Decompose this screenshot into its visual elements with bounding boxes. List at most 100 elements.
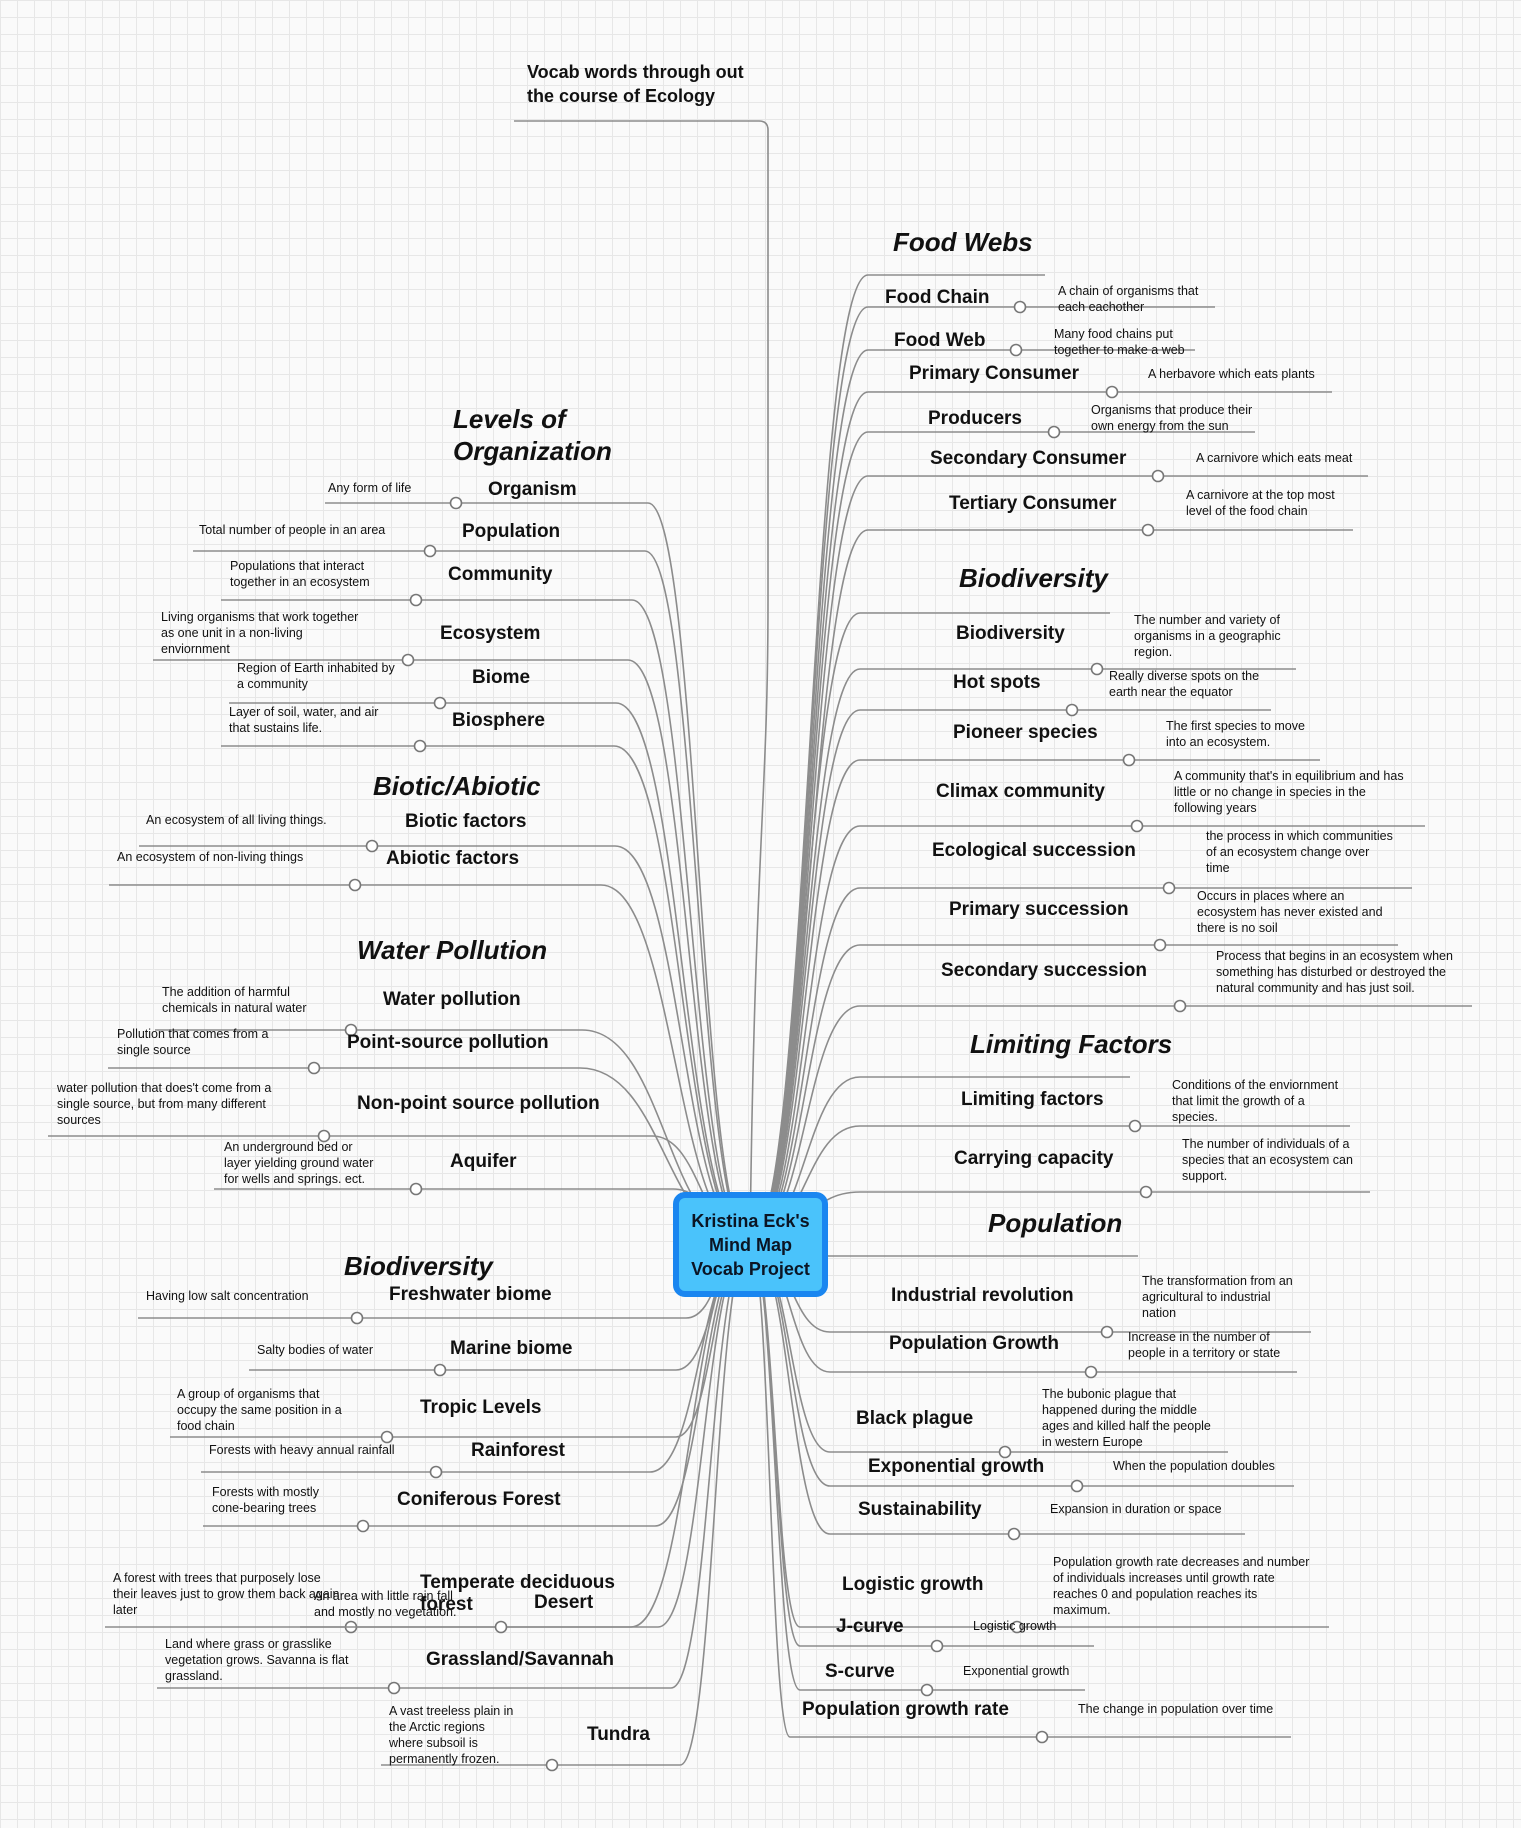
term-non-point-source-pollution[interactable]: Non-point source pollution [357,1093,600,1114]
collapse-toggle-sustainability[interactable] [1007,1527,1021,1541]
term-producers[interactable]: Producers [928,408,1022,429]
collapse-toggle-exponential-growth[interactable] [1070,1479,1084,1493]
collapse-toggle-rainforest[interactable] [429,1465,443,1479]
term-black-plague[interactable]: Black plague [856,1408,974,1429]
collapse-toggle-producers[interactable] [1047,425,1061,439]
term-desert[interactable]: Desert [534,1592,594,1613]
category-population[interactable]: Population [988,1208,1123,1238]
central-topic[interactable]: Kristina Eck's Mind Map Vocab Project [673,1192,828,1297]
collapse-toggle-primary-consumer[interactable] [1105,385,1119,399]
collapse-toggle-carrying-capacity[interactable] [1139,1185,1153,1199]
term-primary-succession[interactable]: Primary succession [949,899,1129,920]
definition-producers: Organisms that produce their own energy … [1091,403,1253,433]
term-coniferous-forest[interactable]: Coniferous Forest [397,1489,561,1510]
collapse-toggle-climax-community[interactable] [1130,819,1144,833]
term-hot-spots[interactable]: Hot spots [953,672,1041,693]
term-marine-biome[interactable]: Marine biome [450,1338,573,1359]
collapse-toggle-ecosystem[interactable] [401,653,415,667]
collapse-toggle-logistic-growth[interactable] [1010,1620,1024,1634]
term-tertiary-consumer[interactable]: Tertiary Consumer [949,493,1117,514]
collapse-toggle-secondary-succession[interactable] [1173,999,1187,1013]
term-water-pollution[interactable]: Water pollution [383,989,521,1010]
category-biodiversity-left[interactable]: Biodiversity [344,1251,493,1281]
term-point-source-pollution[interactable]: Point-source pollution [347,1032,549,1053]
term-sustainability[interactable]: Sustainability [858,1499,982,1520]
collapse-toggle-tundra[interactable] [545,1758,559,1772]
collapse-toggle-population-growth-rate[interactable] [1035,1730,1049,1744]
term-rainforest[interactable]: Rainforest [471,1440,565,1461]
category-limiting[interactable]: Limiting Factors [970,1029,1173,1059]
collapse-toggle-water-pollution[interactable] [344,1023,358,1037]
term-j-curve[interactable]: J-curve [836,1616,904,1637]
term-tundra[interactable]: Tundra [587,1724,650,1745]
term-abiotic-factors[interactable]: Abiotic factors [386,848,520,869]
collapse-toggle-industrial-revolution[interactable] [1100,1325,1114,1339]
term-food-web[interactable]: Food Web [894,330,986,351]
collapse-toggle-organism[interactable] [449,496,463,510]
collapse-toggle-coniferous-forest[interactable] [356,1519,370,1533]
term-population-growth-rate[interactable]: Population growth rate [802,1699,1009,1720]
collapse-toggle-biosphere[interactable] [413,739,427,753]
category-biodiversity-right[interactable]: Biodiversity [959,563,1108,593]
term-limiting-factors[interactable]: Limiting factors [961,1089,1104,1110]
term-s-curve[interactable]: S-curve [825,1661,895,1682]
term-carrying-capacity[interactable]: Carrying capacity [954,1148,1114,1169]
collapse-toggle-biodiversity[interactable] [1090,662,1104,676]
collapse-toggle-primary-succession[interactable] [1153,938,1167,952]
category-biotic[interactable]: Biotic/Abiotic [373,771,541,801]
category-food-webs[interactable]: Food Webs [893,227,1033,257]
collapse-toggle-community[interactable] [409,593,423,607]
collapse-toggle-j-curve[interactable] [930,1639,944,1653]
collapse-toggle-point-source-pollution[interactable] [307,1061,321,1075]
term-organism[interactable]: Organism [488,479,577,500]
collapse-toggle-population-growth[interactable] [1084,1365,1098,1379]
collapse-toggle-pioneer-species[interactable] [1122,753,1136,767]
collapse-toggle-non-point-source-pollution[interactable] [317,1129,331,1143]
collapse-toggle-tropic-levels[interactable] [380,1430,394,1444]
term-biodiversity[interactable]: Biodiversity [956,623,1065,644]
collapse-toggle-ecological-succession[interactable] [1162,881,1176,895]
term-biosphere[interactable]: Biosphere [452,710,545,731]
term-exponential-growth[interactable]: Exponential growth [868,1456,1045,1477]
collapse-toggle-marine-biome[interactable] [433,1363,447,1377]
collapse-toggle-hot-spots[interactable] [1065,703,1079,717]
term-aquifer[interactable]: Aquifer [450,1151,517,1172]
term-pioneer-species[interactable]: Pioneer species [953,722,1098,743]
collapse-toggle-tertiary-consumer[interactable] [1141,523,1155,537]
term-climax-community[interactable]: Climax community [936,781,1105,802]
collapse-toggle-food-web[interactable] [1009,343,1023,357]
term-freshwater-biome[interactable]: Freshwater biome [389,1284,552,1305]
collapse-toggle-s-curve[interactable] [920,1683,934,1697]
collapse-toggle-grassland-savannah[interactable] [387,1681,401,1695]
collapse-toggle-desert[interactable] [494,1620,508,1634]
collapse-toggle-biome[interactable] [433,696,447,710]
collapse-toggle-aquifer[interactable] [409,1182,423,1196]
term-secondary-succession[interactable]: Secondary succession [941,960,1147,981]
term-ecosystem[interactable]: Ecosystem [440,623,541,644]
term-population[interactable]: Population [462,521,561,542]
term-secondary-consumer[interactable]: Secondary Consumer [930,448,1127,469]
collapse-toggle-population[interactable] [423,544,437,558]
term-community[interactable]: Community [448,564,553,585]
category-water[interactable]: Water Pollution [357,935,548,965]
term-tropic-levels[interactable]: Tropic Levels [420,1397,542,1418]
collapse-toggle-limiting-factors[interactable] [1128,1119,1142,1133]
collapse-toggle-abiotic-factors[interactable] [348,878,362,892]
map-title[interactable]: Vocab words through out the course of Ec… [527,62,744,106]
collapse-toggle-secondary-consumer[interactable] [1151,469,1165,483]
term-logistic-growth[interactable]: Logistic growth [842,1574,984,1595]
term-grassland-savannah[interactable]: Grassland/Savannah [426,1649,614,1670]
term-population-growth[interactable]: Population Growth [889,1333,1059,1354]
term-ecological-succession[interactable]: Ecological succession [932,840,1136,861]
collapse-toggle-black-plague[interactable] [998,1445,1012,1459]
term-primary-consumer[interactable]: Primary Consumer [909,363,1080,384]
collapse-toggle-food-chain[interactable] [1013,300,1027,314]
term-temperate-deciduous-forest[interactable]: Temperate deciduous forest [420,1572,615,1615]
term-biotic-factors[interactable]: Biotic factors [405,811,527,832]
term-food-chain[interactable]: Food Chain [885,287,990,308]
term-biome[interactable]: Biome [472,667,531,688]
collapse-toggle-biotic-factors[interactable] [365,839,379,853]
collapse-toggle-freshwater-biome[interactable] [350,1311,364,1325]
category-levels[interactable]: Levels of Organization [453,404,612,466]
term-industrial-revolution[interactable]: Industrial revolution [891,1285,1074,1306]
